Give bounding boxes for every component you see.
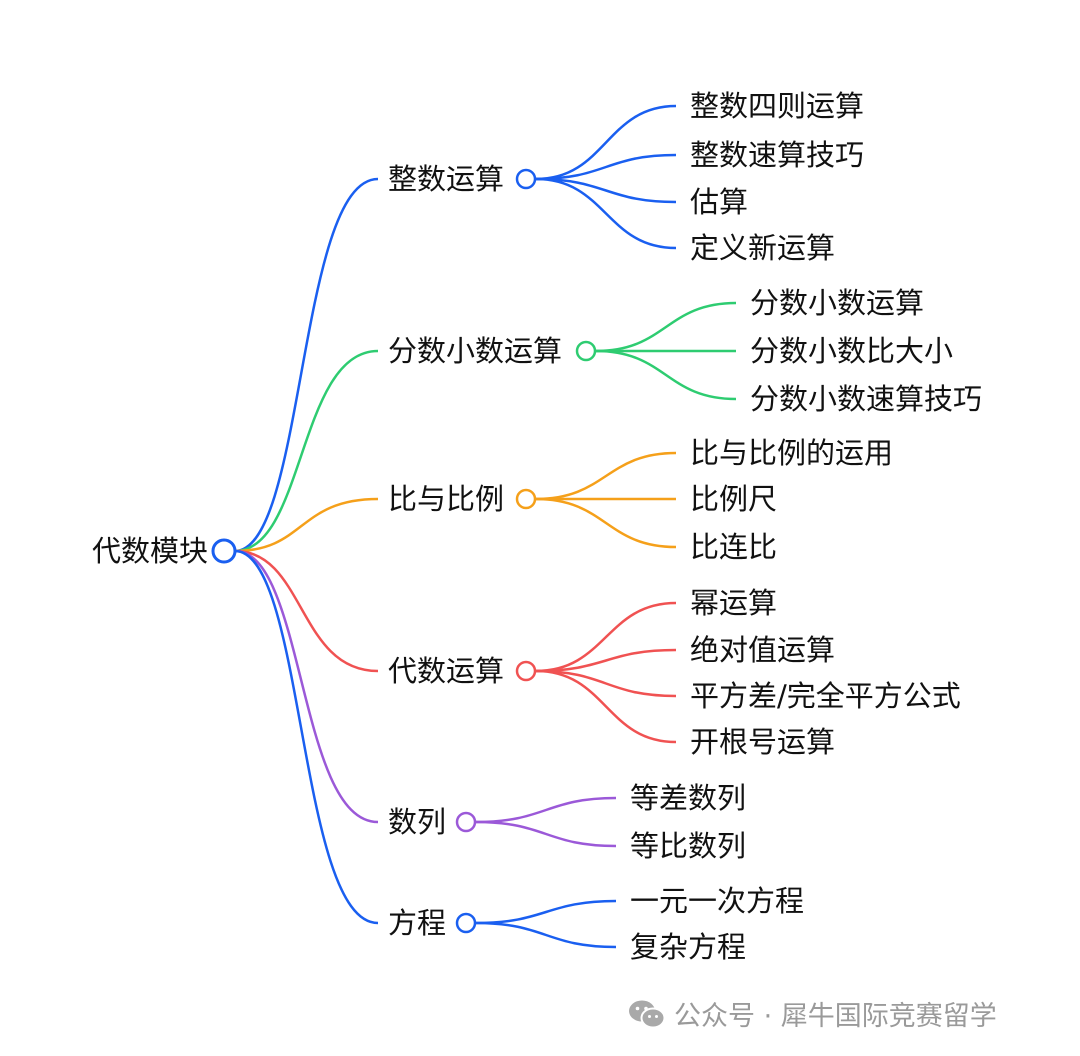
leaf-edge [535,648,677,673]
leaf-label: 幂运算 [690,586,777,620]
leaf-label: 复杂方程 [630,930,746,964]
watermark: 公众号 · 犀牛国际竞赛留学 [628,994,997,1033]
leaf-label: 分数小数速算技巧 [750,382,982,416]
leaf-label: 比连比 [690,530,777,564]
leaf-edge [535,153,677,181]
root-edge-4 [234,549,379,673]
leaf-label: 一元一次方程 [630,884,804,918]
root-edge-5 [234,549,379,824]
leaf-label: 平方差/完全平方公式 [690,679,961,713]
leaf-edge [475,921,617,949]
branch-node-4[interactable] [515,660,537,682]
leaf-label: 等比数列 [630,829,746,863]
leaf-edge [535,104,677,181]
leaf-label: 开根号运算 [690,725,835,759]
root-node[interactable] [211,538,237,564]
branch-label-6: 方程 [388,906,446,940]
root-edge-3 [234,497,379,553]
leaf-label: 等差数列 [630,781,746,815]
branch-node-5[interactable] [455,811,477,833]
branch-label-3: 比与比例 [388,482,504,516]
leaf-label: 整数速算技巧 [690,138,864,172]
branch-label-5: 数列 [388,805,446,839]
root-label: 代数模块 [92,534,208,568]
leaf-edge [535,669,677,744]
branch-node-3[interactable] [515,488,537,510]
leaf-label: 绝对值运算 [690,633,835,667]
branch-label-1: 整数运算 [388,162,504,196]
leaf-label: 分数小数运算 [750,286,924,320]
leaf-edge [535,451,677,501]
branch-node-2[interactable] [575,340,597,362]
leaf-label: 定义新运算 [690,231,835,265]
leaf-edge [595,349,737,401]
leaf-edge [535,669,677,698]
leaf-label: 估算 [690,185,748,219]
wechat-icon [629,1000,666,1028]
branch-node-6[interactable] [455,912,477,934]
leaf-edge [535,177,677,204]
root-edge-1 [234,177,379,553]
leaf-label: 分数小数比大小 [750,334,953,368]
leaf-edge [535,177,677,250]
leaf-edge [535,601,677,673]
leaf-edge [475,820,617,848]
leaf-edge [595,301,737,353]
leaf-label: 比与比例的运用 [690,436,893,470]
branch-label-4: 代数运算 [388,654,504,688]
leaf-edge [535,497,677,549]
branch-node-1[interactable] [515,168,537,190]
leaf-label: 比例尺 [690,482,777,516]
branch-label-2: 分数小数运算 [388,334,562,368]
root-edge-6 [234,549,379,925]
root-edge-2 [234,349,379,553]
watermark-text: 公众号 · 犀牛国际竞赛留学 [674,1001,997,1032]
leaf-edge [475,796,617,824]
leaf-edge [475,899,617,925]
leaf-label: 整数四则运算 [690,89,864,123]
